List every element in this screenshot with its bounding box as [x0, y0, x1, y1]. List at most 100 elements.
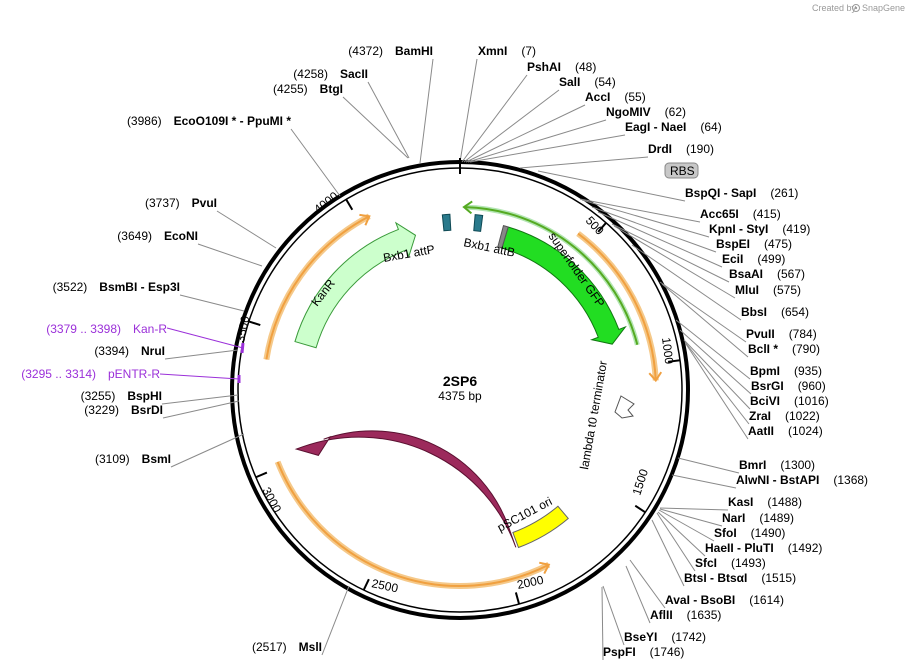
- svg-text:PvuII(784): PvuII(784): [746, 327, 817, 341]
- svg-text:BclI *(790): BclI *(790): [748, 342, 820, 356]
- site-name: BseYI: [624, 630, 657, 644]
- site-name: PspFI: [603, 645, 636, 659]
- lambda-t0-label: lambda t0 terminator: [577, 360, 610, 471]
- site-leader-line: [537, 170, 686, 202]
- site-leader-line: [197, 243, 263, 267]
- site-name: NarI: [722, 511, 745, 525]
- site-name: MluI: [735, 283, 759, 297]
- site-leader-line: [629, 559, 666, 609]
- orange-track-2: [276, 461, 550, 587]
- tick-label: 3500: [233, 314, 252, 343]
- site-name: EcoO109I * - PpuMI *: [174, 114, 292, 128]
- orange-track-1: [577, 232, 657, 381]
- site-leader-line: [342, 96, 409, 159]
- site-name: BamHI: [395, 44, 433, 58]
- site-name: BtsI - BtsαI: [684, 571, 747, 585]
- site-name: Acc65I: [700, 207, 739, 221]
- site-leader-line: [625, 565, 651, 624]
- site-leader-line: [661, 283, 749, 358]
- svg-text:NarI(1489): NarI(1489): [722, 511, 794, 525]
- snapgene-logo-icon: [852, 4, 860, 12]
- site-name: AvaI - BsoBI: [665, 593, 735, 607]
- site-leader-line: [679, 329, 752, 395]
- site-name: NgoMIV: [606, 105, 651, 119]
- svg-text:AccI(55): AccI(55): [585, 90, 646, 104]
- site-name: AflII: [650, 608, 673, 622]
- svg-text:AvaI - BsoBI(1614): AvaI - BsoBI(1614): [665, 593, 784, 607]
- site-leader-line: [677, 457, 740, 474]
- site-name: DrdI: [648, 142, 672, 156]
- site-leader-line: [216, 210, 277, 249]
- site-leader-line: [290, 128, 341, 197]
- site-leader-line: [651, 519, 685, 587]
- svg-text:AflII(1635): AflII(1635): [650, 608, 721, 622]
- svg-text:(4258)SacII: (4258)SacII: [293, 67, 368, 81]
- svg-text:BseYI(1742): BseYI(1742): [624, 630, 706, 644]
- site-name: PshAI: [527, 60, 561, 74]
- site-name: BpmI: [750, 364, 780, 378]
- tick-label: 3000: [259, 485, 284, 515]
- site-leader-line: [659, 507, 729, 511]
- site-name: XmnI: [478, 44, 507, 58]
- site-name: EciI: [722, 252, 743, 266]
- svg-text:BspQI - SapI(261): BspQI - SapI(261): [685, 186, 798, 200]
- site-name: SfcI: [695, 556, 717, 570]
- site-leader-line: [611, 223, 730, 283]
- svg-text:(3394)NruI: (3394)NruI: [94, 344, 165, 358]
- svg-text:(3255)BspHI: (3255)BspHI: [81, 389, 162, 403]
- leader-lines: [159, 58, 752, 661]
- svg-text:BtsI - BtsαI(1515): BtsI - BtsαI(1515): [684, 571, 796, 585]
- tick-label: 1000: [659, 337, 676, 366]
- svg-text:(2517)MslI: (2517)MslI: [252, 640, 322, 654]
- svg-text:BciVI(1016): BciVI(1016): [750, 394, 829, 408]
- tick-label: 2500: [370, 576, 399, 595]
- svg-text:MluI(575): MluI(575): [735, 283, 801, 297]
- site-leader-line: [170, 433, 245, 468]
- svg-text:BbsI(654): BbsI(654): [741, 305, 809, 319]
- site-name: PvuI: [192, 196, 217, 210]
- site-leader-line: [675, 319, 751, 380]
- site-name: KasI: [728, 495, 753, 509]
- credit-text: Created by: [812, 3, 857, 13]
- site-name: AatII: [748, 424, 774, 438]
- bxb1-attb-site: [473, 214, 484, 232]
- site-name: AccI: [585, 90, 610, 104]
- svg-text:BsaAI(567): BsaAI(567): [729, 267, 805, 281]
- superfolder-gfp-arrow: [501, 226, 627, 345]
- tick-label: 1500: [630, 467, 652, 497]
- primer-name: pENTR-R: [108, 367, 160, 381]
- svg-text:AatII(1024): AatII(1024): [748, 424, 823, 438]
- site-leader-line: [597, 211, 723, 268]
- site-name: BciVI: [750, 394, 780, 408]
- orange-arrowhead: [539, 561, 551, 575]
- svg-text:(3986)EcoO109I * - PpuMI *: (3986)EcoO109I * - PpuMI *: [127, 114, 291, 128]
- site-leader-line: [419, 58, 434, 164]
- rbs-feature: RBS: [664, 162, 699, 179]
- site-name: SalI: [559, 75, 580, 89]
- svg-text:(4372)BamHI: (4372)BamHI: [348, 44, 433, 58]
- tick-mark: [667, 359, 681, 363]
- site-leader-line: [631, 244, 742, 321]
- rep101-label: Rep101: [376, 527, 420, 556]
- svg-text:SfcI(1493): SfcI(1493): [695, 556, 766, 570]
- svg-text:HaeII - PluTI(1492): HaeII - PluTI(1492): [705, 541, 822, 555]
- site-name: NruI: [141, 344, 165, 358]
- site-leader-line: [656, 512, 696, 572]
- site-name: BsmI: [142, 452, 171, 466]
- svg-text:(3109)BsmI: (3109)BsmI: [95, 452, 171, 466]
- right-site-labels: XmnI(7) PshAI(48) SalI(54) AccI(55) NgoM…: [478, 44, 868, 659]
- site-leader-line: [321, 585, 350, 656]
- svg-text:(3522)BsmBI - Esp3I: (3522)BsmBI - Esp3I: [53, 280, 180, 294]
- orange-track-3: [265, 215, 370, 360]
- site-name: SacII: [340, 67, 368, 81]
- site-leader-line: [459, 58, 478, 163]
- site-name: BspEI: [716, 237, 750, 251]
- site-name: MslI: [299, 640, 322, 654]
- site-leader-line: [601, 586, 604, 661]
- site-name: BsrGI: [751, 379, 784, 393]
- site-leader-line: [591, 206, 717, 253]
- svg-text:SalI(54): SalI(54): [559, 75, 616, 89]
- svg-text:BpmI(935): BpmI(935): [750, 364, 822, 378]
- svg-text:DrdI(190): DrdI(190): [648, 142, 714, 156]
- gfp-linker: [497, 225, 509, 249]
